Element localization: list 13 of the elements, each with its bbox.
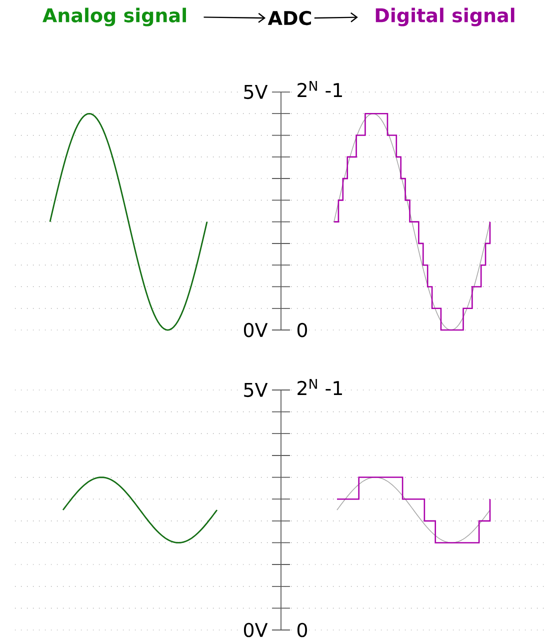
voltage-label: 0V: [242, 622, 269, 638]
heading-text: Digital signal: [376, 8, 514, 26]
voltage-label: 5V: [242, 84, 269, 100]
voltage-label: 5V: [242, 382, 269, 398]
voltage-label: 0V: [242, 322, 269, 338]
heading-text: ADC: [268, 10, 311, 26]
code-label: 2$^{N}$ -1: [295, 80, 345, 98]
arrow: [314, 12, 358, 22]
arrow: [204, 12, 266, 23]
code-label: 0: [295, 622, 310, 638]
code-label: 2$^{N}$ -1: [295, 378, 345, 396]
code-label: 0: [295, 322, 310, 338]
heading-text: Analog signal: [42, 8, 186, 26]
